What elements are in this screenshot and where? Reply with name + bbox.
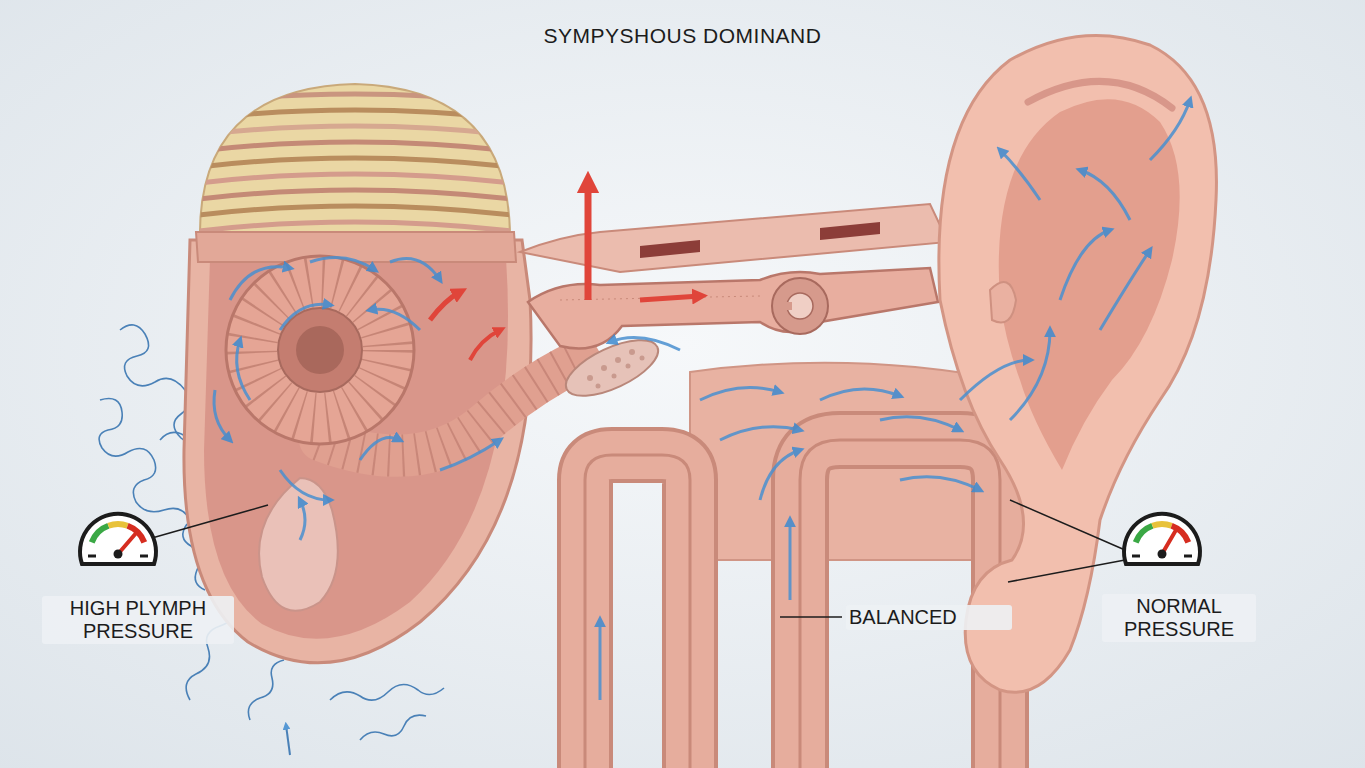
diagram-title: SYMPYSHOUS DOMINAND	[0, 24, 1365, 48]
outer-ear	[990, 282, 1016, 323]
striped-dome	[190, 94, 520, 232]
part-label: NORMAL PRESSURE	[1102, 594, 1256, 642]
flow-arrows	[237, 340, 250, 400]
flow-arrows	[960, 360, 1030, 400]
flow-arrows	[360, 438, 400, 461]
outer-ear	[999, 99, 1180, 470]
flow-arrows	[789, 520, 792, 600]
pressure-gauge	[92, 526, 109, 543]
lymph-vessels	[330, 684, 444, 700]
part-label: BALANCED	[846, 605, 1012, 630]
coiled-intestine	[226, 256, 580, 456]
pressure-gauge	[1124, 514, 1200, 564]
striped-dome	[196, 232, 516, 262]
middle-tube	[640, 240, 700, 258]
flow-arrows	[300, 500, 305, 540]
middle-tube	[772, 278, 828, 334]
red-arrows	[640, 296, 700, 300]
arch-tubes	[585, 455, 690, 768]
flow-arrows	[820, 389, 900, 400]
striped-dome	[190, 174, 520, 184]
leader-line	[152, 505, 268, 538]
middle-tube	[780, 302, 792, 310]
red-arrows	[430, 292, 460, 320]
pressure-gauge	[108, 524, 127, 526]
flow-arrows	[390, 259, 440, 280]
striped-dome	[190, 126, 520, 136]
coiled-intestine	[252, 282, 388, 418]
lymph-vessels	[286, 725, 290, 755]
flow-arrows	[214, 390, 230, 440]
middle-tube	[596, 384, 601, 389]
pressure-gauge	[80, 514, 156, 564]
leader-line	[780, 616, 842, 618]
flow-arrows	[440, 440, 500, 470]
leader-line	[1008, 560, 1125, 582]
lymph-vessels	[360, 715, 426, 740]
middle-tube	[640, 356, 645, 361]
flow-arrows	[1080, 170, 1130, 220]
striped-dome	[190, 142, 520, 152]
pressure-gauge	[114, 550, 123, 559]
middle-tube	[520, 204, 948, 407]
flow-arrows	[370, 309, 420, 330]
flow-arrows	[880, 417, 960, 430]
flow-arrows	[280, 470, 330, 500]
flow-arrows	[214, 100, 1190, 700]
leader-line	[1010, 500, 1125, 550]
middle-tube	[612, 374, 617, 379]
flow-arrows	[1010, 330, 1050, 420]
arch-tubes	[585, 440, 1000, 768]
striped-dome	[190, 206, 520, 216]
pressure-gauge	[1152, 524, 1171, 526]
coiled-intestine	[226, 256, 414, 444]
middle-tube	[626, 364, 631, 369]
flow-arrows	[310, 258, 375, 271]
fluid-sac	[259, 478, 338, 611]
outer-ear	[1028, 81, 1172, 108]
coiled-intestine	[278, 308, 362, 392]
flow-arrows	[1000, 150, 1040, 200]
flow-arrows	[610, 338, 680, 351]
flow-arrows	[599, 620, 602, 700]
flow-arrows	[1100, 250, 1150, 330]
arch-tubes	[585, 455, 690, 768]
pressure-gauge	[1124, 514, 1200, 564]
middle-tube	[820, 222, 880, 240]
flow-arrows	[900, 477, 980, 490]
flow-arrows	[700, 388, 780, 401]
red-arrows	[585, 182, 592, 300]
flow-arrows	[720, 427, 800, 440]
pressure-gauge	[1158, 550, 1167, 559]
arch-tubes	[585, 455, 690, 768]
red-arrows	[430, 182, 700, 360]
striped-dome	[190, 94, 520, 104]
striped-dome	[190, 84, 520, 262]
lymph-vessels	[248, 660, 284, 720]
lymph-vessels	[99, 399, 190, 521]
flow-arrows	[1150, 100, 1190, 160]
middle-tube	[615, 357, 621, 363]
striped-dome	[190, 158, 520, 168]
flow-arrows	[230, 267, 290, 300]
middle-tube	[520, 204, 948, 272]
flow-arrows	[1060, 230, 1110, 300]
striped-dome	[190, 110, 520, 120]
coiled-intestine	[296, 326, 344, 374]
leader-line	[152, 500, 1125, 617]
striped-dome	[190, 190, 520, 200]
red-arrows	[470, 330, 500, 360]
pressure-gauge	[80, 514, 156, 564]
part-label: HIGH PLYMPH PRESSURE	[42, 596, 234, 644]
middle-tube	[629, 349, 635, 355]
flow-arrows	[280, 304, 330, 330]
striped-dome	[190, 222, 520, 232]
flow-arrows	[760, 450, 800, 500]
pressure-gauge	[1136, 526, 1153, 543]
middle-tube	[587, 349, 645, 389]
middle-tube	[601, 365, 607, 371]
middle-tube	[587, 375, 593, 381]
